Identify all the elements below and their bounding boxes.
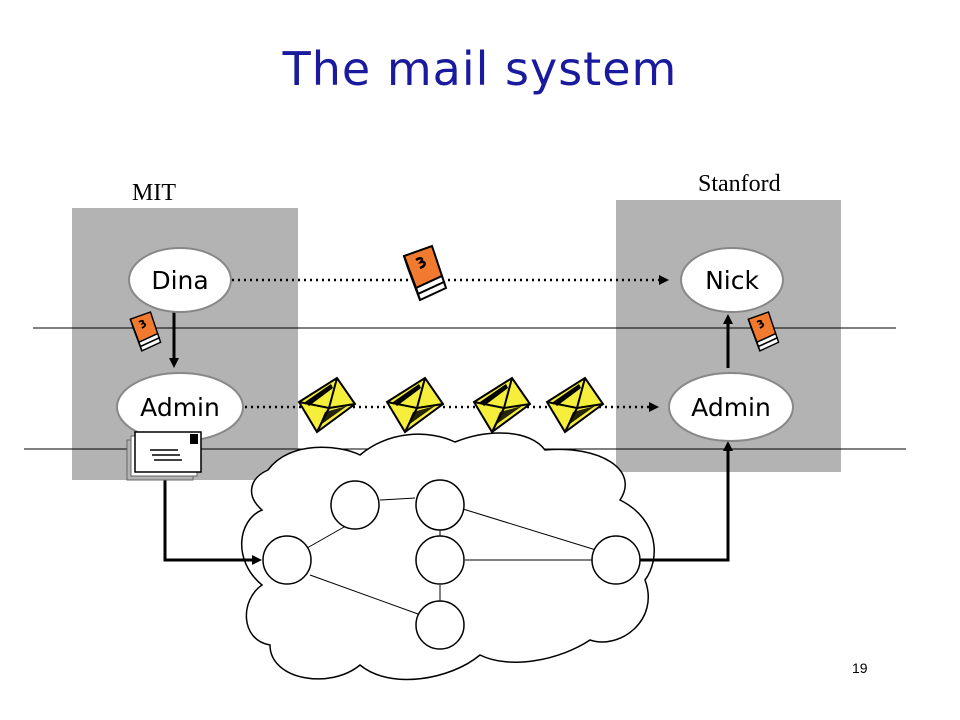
network-edges (299, 497, 597, 615)
envelope-icon (386, 377, 444, 433)
router-node (415, 479, 465, 531)
slide-title: The mail system (282, 42, 678, 96)
mail-book-icon (402, 244, 448, 302)
node-label-admin-mit: Admin (140, 393, 220, 422)
node-dina: Dina (128, 247, 232, 313)
site-label-stanford: Stanford (698, 171, 781, 197)
envelope-icon (546, 377, 604, 433)
node-admin-stanford: Admin (668, 372, 794, 442)
router-node (262, 535, 312, 585)
router-node (415, 600, 465, 650)
router-node (591, 535, 641, 585)
envelope-icon (473, 377, 531, 433)
node-label-admin-stanford: Admin (691, 393, 771, 422)
page-number: 19 (852, 660, 868, 676)
router-node (415, 535, 465, 585)
node-label-nick: Nick (705, 266, 759, 295)
network-nodes (262, 479, 641, 650)
node-nick: Nick (680, 247, 784, 313)
node-label-dina: Dina (151, 266, 208, 295)
letter-stack-icon (126, 431, 202, 481)
path-network-to-stanford (640, 441, 733, 562)
path-mit-to-network (163, 478, 262, 565)
site-label-mit: MIT (132, 180, 176, 206)
envelope-icon (298, 377, 356, 433)
node-admin-mit: Admin (116, 372, 244, 442)
router-node (330, 480, 380, 530)
